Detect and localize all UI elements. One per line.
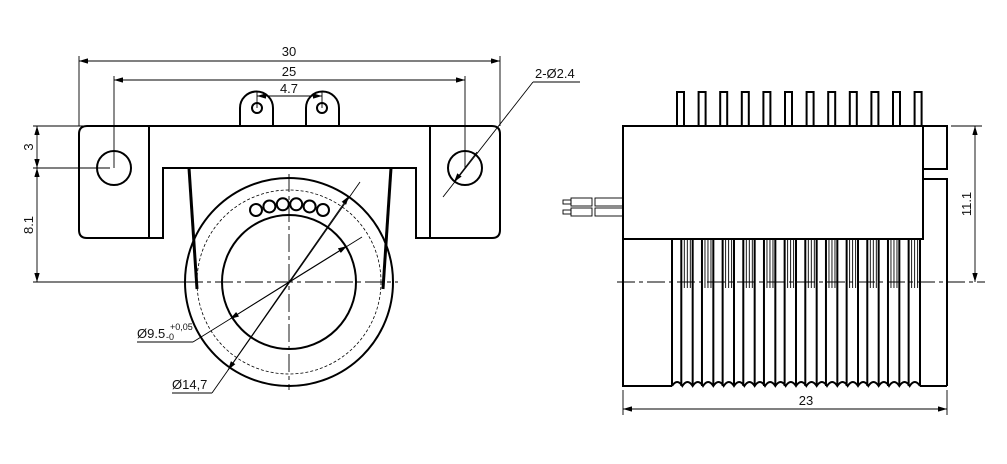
leader-mount-hole xyxy=(442,81,534,198)
dim-bore-tol-lower: -0 xyxy=(166,332,174,342)
contact-circle xyxy=(262,199,277,214)
rotor-body xyxy=(622,239,672,387)
terminal-pin xyxy=(827,91,837,126)
terminal-pin xyxy=(913,91,923,126)
terminal-pin xyxy=(676,91,685,126)
contact-circle xyxy=(302,199,317,214)
dim-height: 11.1 xyxy=(959,192,974,216)
terminal-pin xyxy=(762,91,772,126)
dim-terminal-spacing: 4.7 xyxy=(280,81,298,96)
terminal-pin xyxy=(848,91,858,126)
flange-side-top xyxy=(923,125,948,170)
terminal-tab-right xyxy=(305,90,340,126)
contact-circle xyxy=(275,197,290,212)
dim-overall-width: 30 xyxy=(282,44,296,59)
side-view: 23 11.1 xyxy=(562,91,985,415)
slip-rings xyxy=(671,239,921,388)
dim-outer-dia: Ø14,7 xyxy=(172,377,207,392)
terminal-pin xyxy=(784,91,793,126)
contact-circle xyxy=(249,203,263,217)
contact-circle xyxy=(289,197,304,212)
terminal-pin xyxy=(892,91,901,126)
dim-bore: Ø9.5 xyxy=(137,326,165,341)
flange-outline xyxy=(78,125,501,239)
brush-lead-left xyxy=(187,167,199,290)
terminal-pin xyxy=(740,91,750,126)
ring-bottom-wave xyxy=(671,381,921,388)
dim-length: 23 xyxy=(799,393,813,408)
terminal-tab-left xyxy=(239,90,274,126)
terminal-pin xyxy=(870,91,880,126)
dim-hole-spacing: 25 xyxy=(282,64,296,79)
brush-contacts xyxy=(249,197,330,217)
terminal-pins xyxy=(676,91,923,126)
stator-body xyxy=(622,125,924,240)
dim-mount-holes: 2-Ø2.4 xyxy=(535,66,575,81)
terminal-pin xyxy=(805,91,815,126)
dim-hole-offset: 3 xyxy=(21,143,36,150)
terminal-pin xyxy=(697,91,707,126)
terminal-pin xyxy=(719,91,729,126)
dim-bore-tol-upper: +0,05 xyxy=(170,322,193,332)
flange-side-bottom xyxy=(923,178,948,386)
brush-lead-right xyxy=(381,167,393,290)
lead-wires xyxy=(562,197,624,217)
front-view: 30 25 4.7 3 8.1 2-Ø2.4 Ø9.5 +0,05 -0 xyxy=(21,44,580,394)
dim-center-height: 8.1 xyxy=(21,216,36,234)
contact-circle xyxy=(316,203,330,217)
